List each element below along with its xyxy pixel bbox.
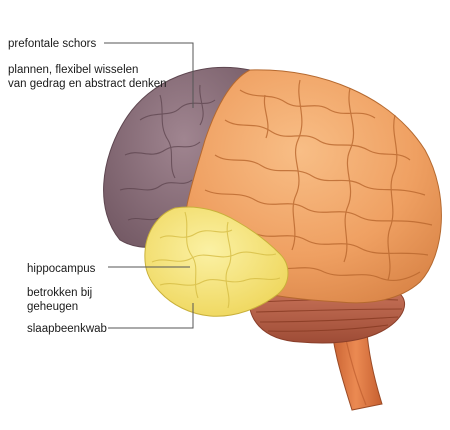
label-hippocampus-description: betrokken bij geheugen: [27, 286, 92, 314]
leader-prefrontal: [104, 42, 194, 108]
prefrontal-desc-line-2: van gedrag en abstract denken: [8, 78, 167, 90]
label-hippocampus: hippocampus: [27, 263, 96, 275]
label-prefrontal-description: plannen, flexibel wisselen van gedrag en …: [8, 63, 167, 91]
hippocampus-desc-line-1: betrokken bij: [27, 287, 93, 299]
leader-lines: [104, 42, 194, 329]
hippocampus-desc-line-2: geheugen: [27, 301, 79, 313]
leader-temporal: [108, 303, 194, 329]
hippocampus-region: [144, 206, 289, 317]
label-temporal-lobe: slaapbeenkwab: [27, 323, 107, 335]
prefrontal-desc-line-1: plannen, flexibel wisselen: [8, 64, 139, 76]
label-prefrontal-cortex: prefontale schors: [8, 38, 97, 50]
